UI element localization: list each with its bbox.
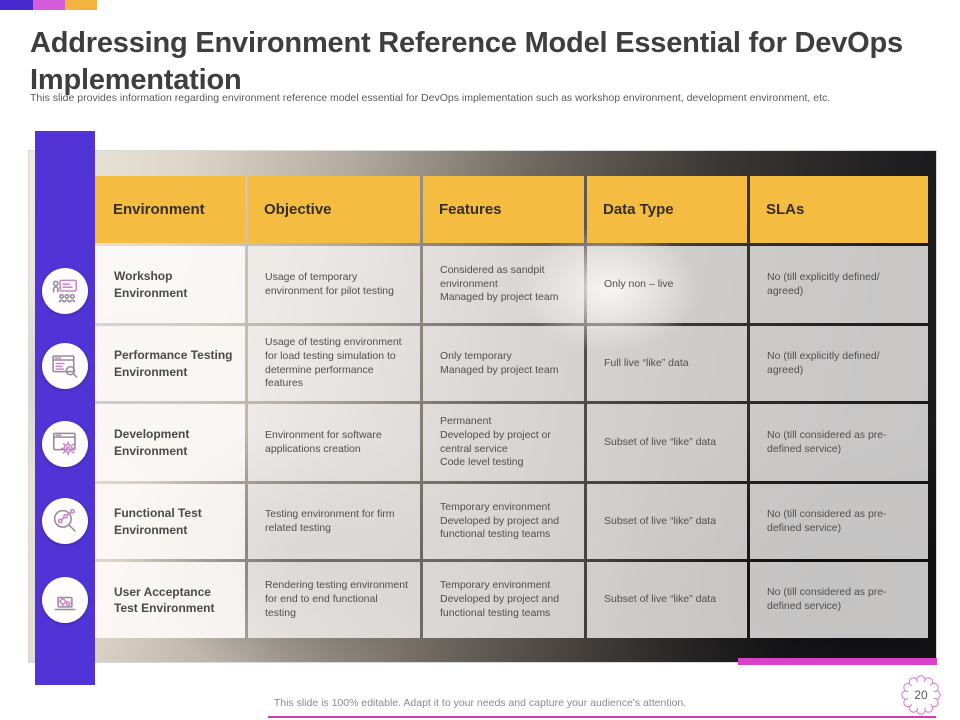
cell-features: Temporary environment Developed by proje…: [423, 484, 584, 559]
page-number-badge: 20: [901, 675, 941, 715]
cell-features: Permanent Developed by project or centra…: [423, 404, 584, 481]
cell-slas: No (till explicitly defined/ agreed): [750, 246, 928, 323]
cell-slas: No (till explicitly defined/ agreed): [750, 326, 928, 401]
workshop-presentation-icon: [52, 279, 78, 303]
row-icon-circle: [42, 577, 88, 623]
cell-objective: Usage of testing environment for load te…: [248, 326, 420, 401]
page-subtitle: This slide provides information regardin…: [30, 91, 831, 104]
header-cell-features: Features: [423, 176, 584, 243]
row-icon-circle: [42, 268, 88, 314]
functional-test-magnifier-icon: [53, 508, 76, 532]
environment-table: Environment Objective Features Data Type…: [95, 176, 928, 638]
page-number: 20: [914, 688, 928, 702]
cell-features: Only temporary Managed by project team: [423, 326, 584, 401]
side-accent-bar: [35, 131, 95, 685]
accent-strip-yellow: [65, 0, 97, 10]
cell-data-type: Only non – live: [587, 246, 747, 323]
row-icon-circle: [42, 421, 88, 467]
cell-environment: Workshop Environment: [95, 246, 245, 323]
cell-environment: Development Environment: [95, 404, 245, 481]
cell-slas: No (till considered as pre-defined servi…: [750, 484, 928, 559]
row-icon-circle: [42, 343, 88, 389]
footer-note: This slide is 100% editable. Adapt it to…: [273, 697, 687, 709]
footer-accent-line: [268, 716, 936, 718]
cell-environment: User Acceptance Test Environment: [95, 562, 245, 638]
cell-environment: Performance Testing Environment: [95, 326, 245, 401]
cell-objective: Usage of temporary environment for pilot…: [248, 246, 420, 323]
header-cell-objective: Objective: [248, 176, 420, 243]
cell-data-type: Subset of live “like” data: [587, 404, 747, 481]
performance-monitor-icon: [52, 355, 78, 378]
cell-data-type: Subset of live “like” data: [587, 484, 747, 559]
cell-objective: Rendering testing environment for end to…: [248, 562, 420, 638]
header-cell-slas: SLAs: [750, 176, 928, 243]
cell-features: Temporary environment Developed by proje…: [423, 562, 584, 638]
cell-features: Considered as sandpit environment Manage…: [423, 246, 584, 323]
cell-data-type: Full live “like” data: [587, 326, 747, 401]
cell-objective: Environment for software applications cr…: [248, 404, 420, 481]
accent-strip-purple: [0, 0, 33, 10]
bottom-accent-bar: [738, 658, 937, 665]
uat-laptop-gears-icon: [54, 596, 76, 611]
cell-environment: Functional Test Environment: [95, 484, 245, 559]
header-cell-data-type: Data Type: [587, 176, 747, 243]
cell-slas: No (till considered as pre-defined servi…: [750, 404, 928, 481]
accent-strip-magenta: [33, 0, 65, 10]
header-cell-environment: Environment: [95, 176, 245, 243]
cell-objective: Testing environment for firm related tes…: [248, 484, 420, 559]
cell-slas: No (till considered as pre-defined servi…: [750, 562, 928, 638]
row-icon-circle: [42, 498, 88, 544]
cell-data-type: Subset of live “like” data: [587, 562, 747, 638]
development-gear-window-icon: [52, 432, 76, 456]
page-title: Addressing Environment Reference Model E…: [30, 27, 903, 97]
